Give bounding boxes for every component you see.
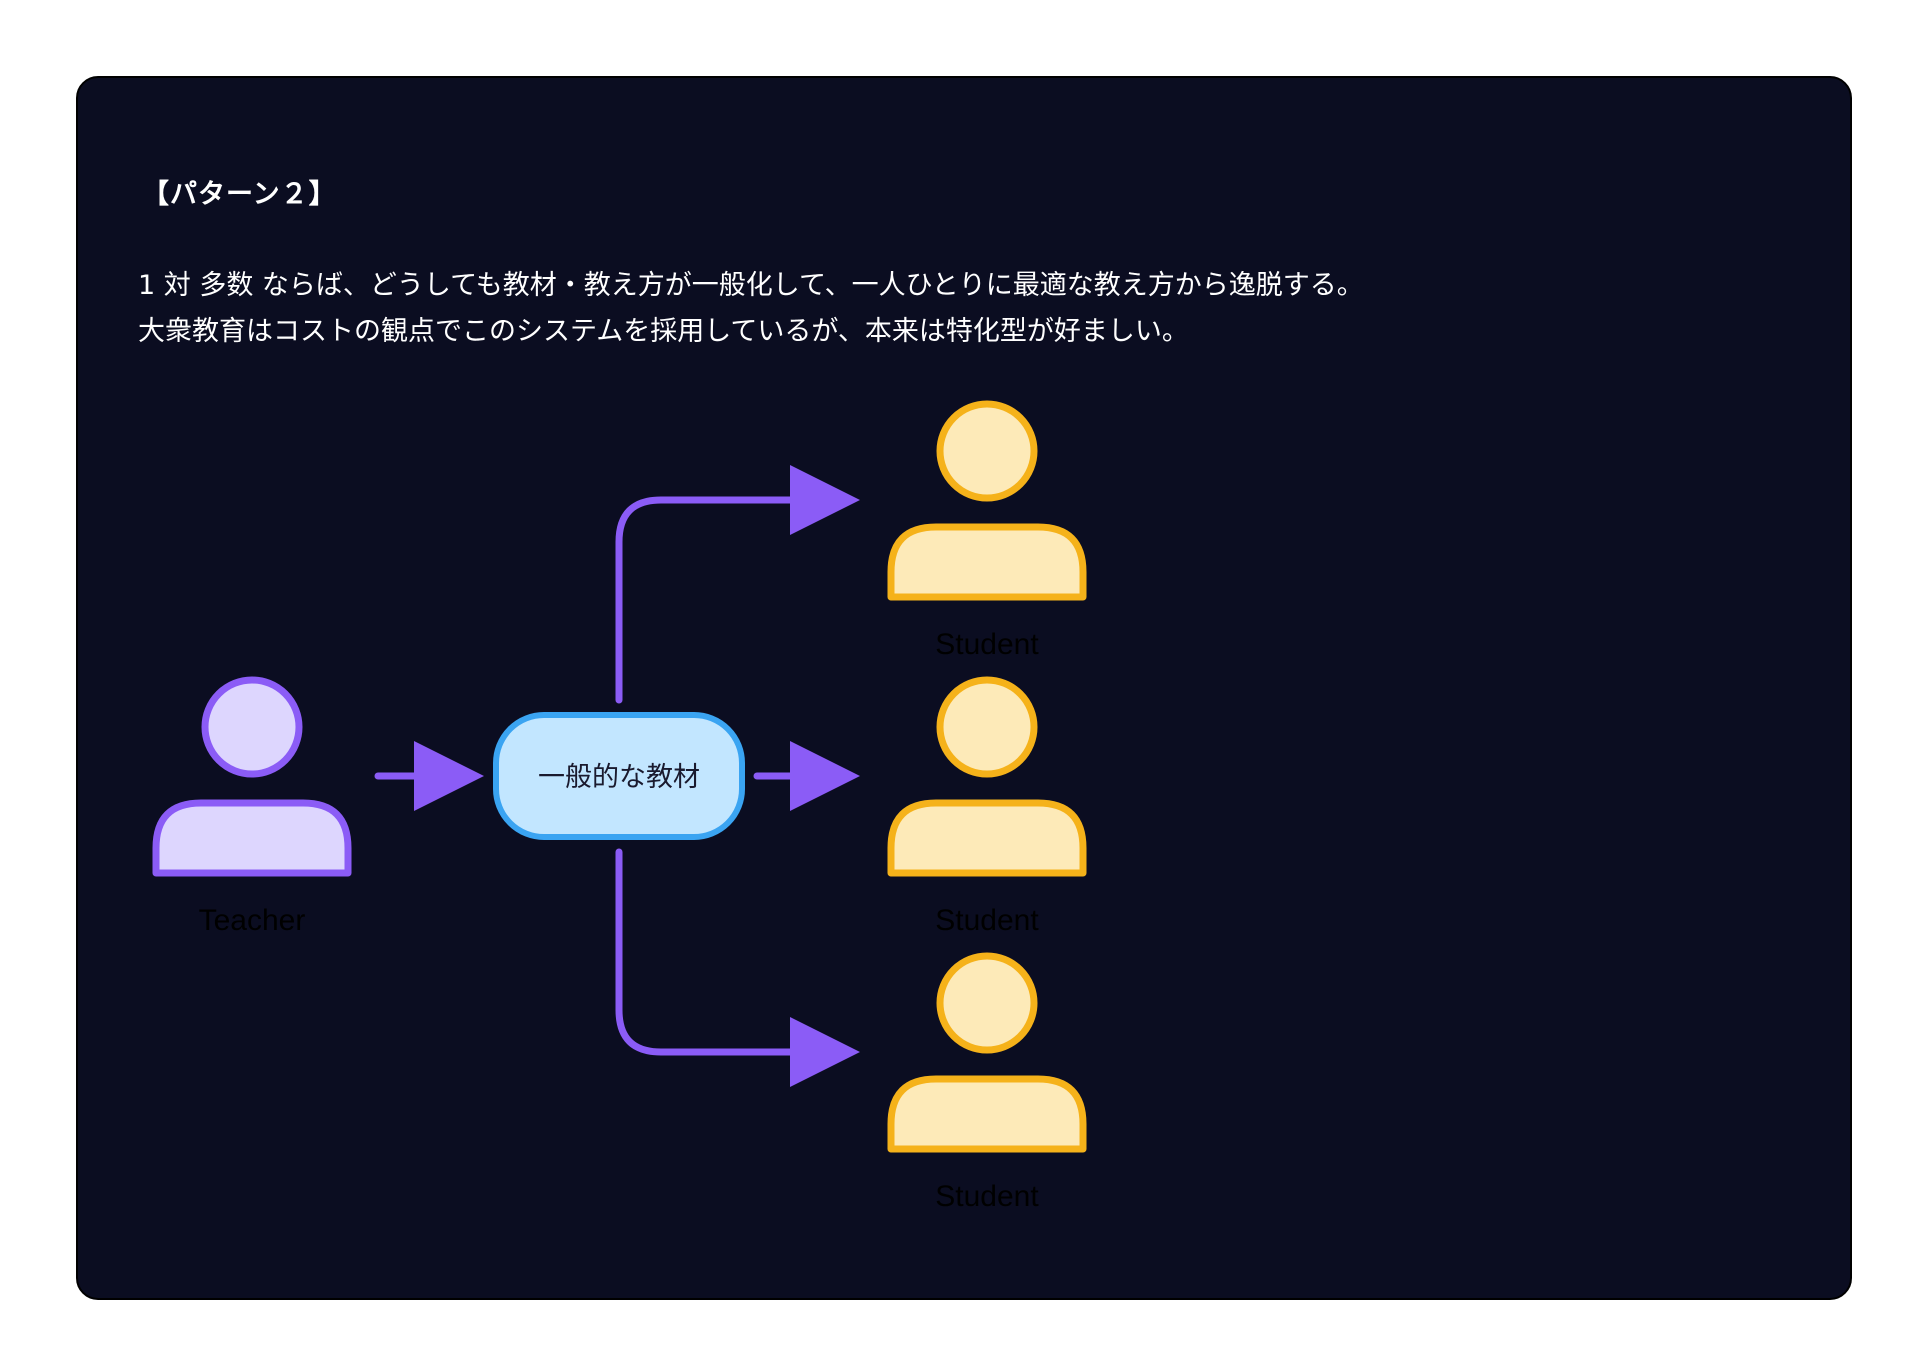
student-label-1: Student	[935, 628, 1039, 661]
description-line-2: 大衆教育はコストの観点でこのシステムを採用しているが、本来は特化型が好ましい。	[138, 316, 1189, 347]
student-label-3: Student	[935, 1180, 1039, 1213]
material-node: 一般的な教材	[493, 712, 745, 840]
pattern-heading: 【パターン２】	[142, 179, 337, 210]
description-line-1: 1 対 多数 ならば、どうしても教材・教え方が一般化して、一人ひとりに最適な教え…	[138, 270, 1364, 301]
student-label-2: Student	[935, 904, 1039, 937]
student-icon	[887, 400, 1087, 601]
student-icon	[887, 676, 1087, 877]
teacher-icon	[152, 676, 352, 877]
teacher-label: Teacher	[199, 904, 306, 937]
arrow-material-to-student-3	[615, 848, 860, 1087]
arrow-material-to-student-1	[615, 465, 860, 704]
description: 1 対 多数 ならば、どうしても教材・教え方が一般化して、一人ひとりに最適な教え…	[138, 263, 1364, 355]
material-label: 一般的な教材	[538, 762, 700, 793]
student-icon	[887, 952, 1087, 1153]
